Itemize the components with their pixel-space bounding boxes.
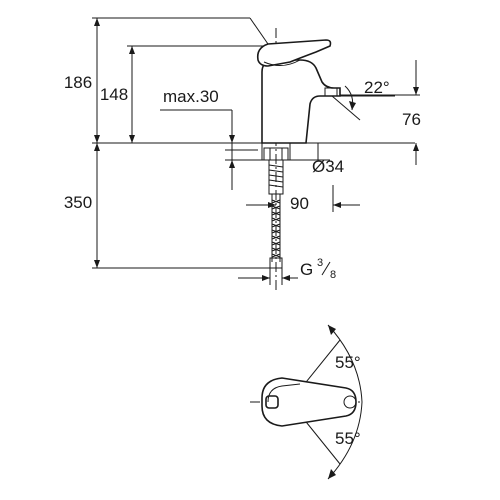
dim-g-numerator: 3 — [317, 257, 323, 269]
dim-186-label: 186 — [64, 73, 92, 92]
faucet-side-view — [249, 17, 341, 144]
dimension-186: 186 — [64, 18, 100, 143]
dim-76-label: 76 — [402, 110, 421, 129]
dim-148-label: 148 — [100, 85, 128, 104]
dimension-76: 76 — [402, 60, 421, 165]
dimension-90: 90 — [246, 185, 360, 213]
dim-g-label: G — [300, 260, 313, 279]
dimension-22deg: 22° — [331, 78, 395, 121]
faucet-top-view: 55° 55° — [250, 324, 363, 480]
dim-22deg-label: 22° — [364, 78, 390, 97]
dimension-148: 148 — [100, 46, 135, 143]
dimension-350: 350 — [64, 143, 100, 268]
angle-lower-label: 55° — [335, 429, 361, 448]
dim-max30-label: max.30 — [163, 87, 219, 106]
dim-diameter-label: Ø34 — [312, 157, 344, 176]
angle-upper-label: 55° — [335, 353, 361, 372]
dimension-max30: max.30 — [160, 87, 235, 190]
deck-section — [231, 142, 319, 161]
dimension-diameter: Ø34 — [312, 157, 344, 176]
dim-90-label: 90 — [290, 194, 309, 213]
dimension-g38: G 3 8 — [238, 257, 336, 285]
dim-350-label: 350 — [64, 193, 92, 212]
dim-g-denominator: 8 — [330, 269, 336, 281]
